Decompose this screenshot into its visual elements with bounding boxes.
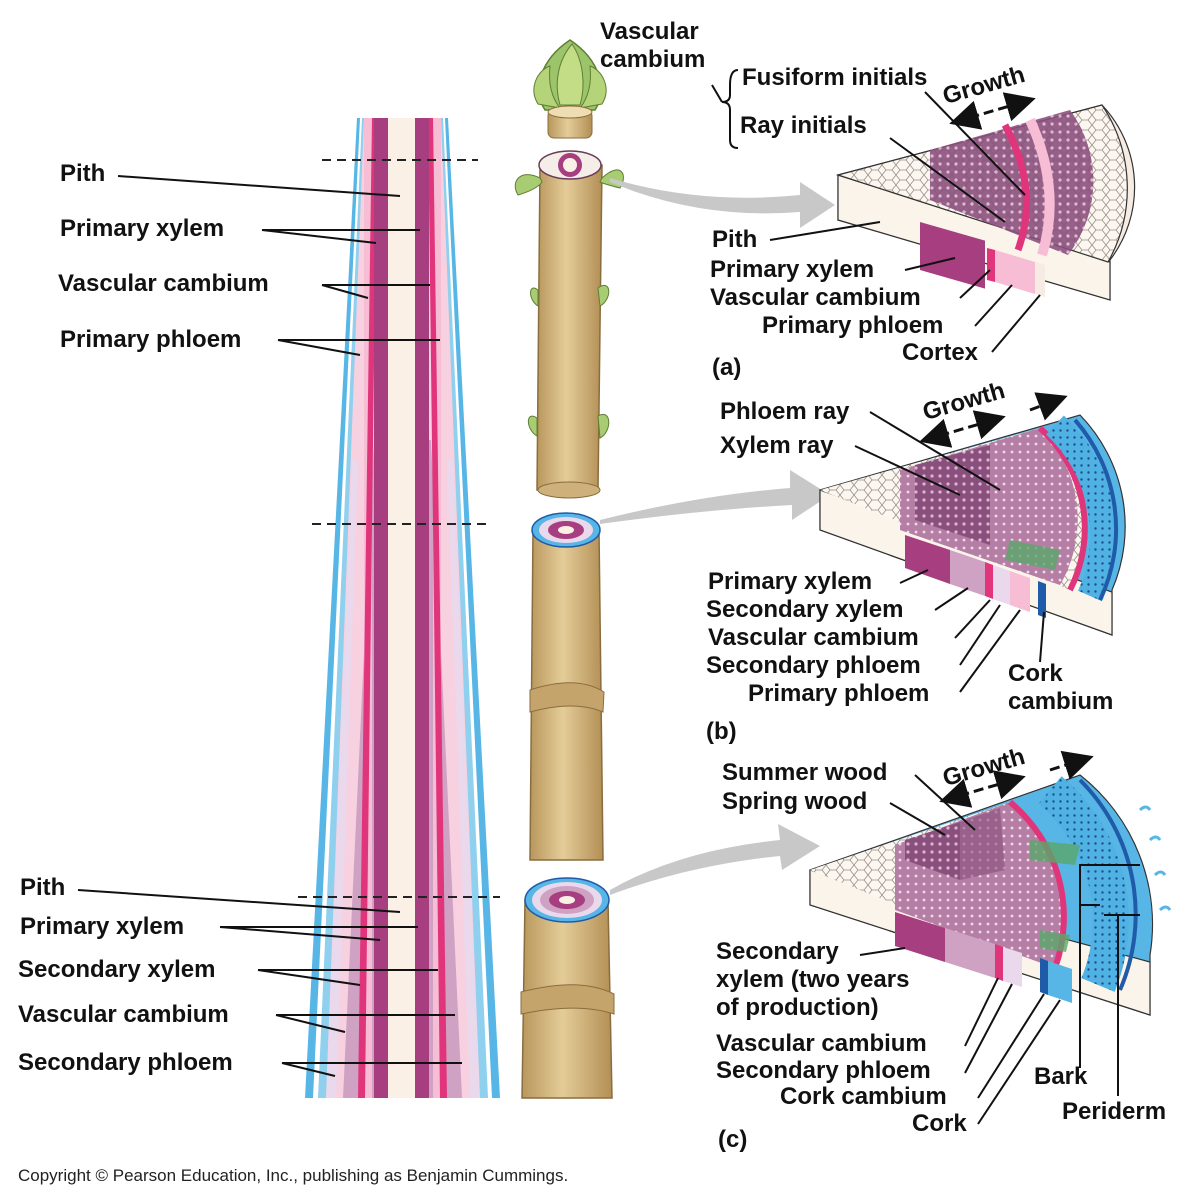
label-cork-cambium-b-2: cambium bbox=[1008, 688, 1114, 715]
cross-section-a bbox=[835, 104, 1136, 301]
growth-arrows bbox=[919, 92, 1094, 808]
label-primary-xylem-a: Primary xylem bbox=[710, 256, 875, 283]
label-secondary-xylem-c-2: xylem (two years bbox=[716, 966, 910, 993]
label-secondary-xylem-b: Secondary xylem bbox=[706, 596, 904, 623]
label-panel-b: (b) bbox=[706, 718, 737, 745]
label-secondary-xylem-c-3: of production) bbox=[716, 994, 879, 1021]
label-periderm: Periderm bbox=[1062, 1098, 1167, 1125]
primary-xylem-strip bbox=[374, 118, 388, 1098]
label-primary-xylem-bottom: Primary xylem bbox=[20, 913, 185, 940]
left-leader-lines bbox=[77, 175, 462, 1077]
label-vascular-cambium-1: Vascular bbox=[600, 18, 699, 45]
label-vascular-cambium-top: Vascular cambium bbox=[58, 270, 269, 297]
label-panel-a: (a) bbox=[712, 354, 742, 381]
label-bark: Bark bbox=[1034, 1063, 1088, 1090]
label-spring-wood: Spring wood bbox=[722, 788, 868, 815]
label-primary-xylem-b: Primary xylem bbox=[708, 568, 873, 595]
cross-section-c bbox=[809, 774, 1172, 1016]
label-secondary-phloem-bottom: Secondary phloem bbox=[18, 1049, 233, 1076]
label-pith-a: Pith bbox=[712, 226, 758, 253]
label-cork-c: Cork bbox=[912, 1110, 967, 1137]
label-cork-cambium-b-1: Cork bbox=[1008, 660, 1063, 687]
label-phloem-ray: Phloem ray bbox=[720, 398, 850, 425]
label-vascular-cambium-bottom: Vascular cambium bbox=[18, 1001, 229, 1028]
label-fusiform-initials: Fusiform initials bbox=[742, 64, 928, 91]
label-secondary-xylem-bottom: Secondary xylem bbox=[18, 956, 216, 983]
label-primary-phloem-a: Primary phloem bbox=[762, 312, 944, 339]
label-vascular-cambium-b: Vascular cambium bbox=[708, 624, 919, 651]
terminal-bud bbox=[533, 39, 607, 139]
label-vascular-cambium-a: Vascular cambium bbox=[710, 284, 921, 311]
label-vascular-cambium-2: cambium bbox=[600, 46, 706, 73]
label-secondary-xylem-c-1: Secondary bbox=[716, 938, 839, 965]
label-secondary-phloem-c: Secondary phloem bbox=[716, 1057, 931, 1084]
longitudinal-section bbox=[298, 118, 500, 1098]
label-summer-wood: Summer wood bbox=[722, 759, 888, 786]
right-leader-lines bbox=[711, 69, 1140, 1125]
label-primary-phloem-b: Primary phloem bbox=[748, 680, 930, 707]
label-pith-bottom: Pith bbox=[20, 874, 66, 901]
label-xylem-ray: Xylem ray bbox=[720, 432, 834, 459]
stem-illustration bbox=[514, 39, 624, 1099]
callout-arrows bbox=[600, 178, 835, 895]
label-secondary-phloem-b: Secondary phloem bbox=[706, 652, 921, 679]
label-vascular-cambium-c: Vascular cambium bbox=[716, 1030, 927, 1057]
pith-strip bbox=[388, 118, 415, 1098]
label-pith-top: Pith bbox=[60, 160, 106, 187]
label-panel-c: (c) bbox=[718, 1126, 748, 1153]
label-primary-xylem-top: Primary xylem bbox=[60, 215, 225, 242]
label-cortex-a: Cortex bbox=[902, 339, 979, 366]
label-cork-cambium-c: Cork cambium bbox=[780, 1083, 947, 1110]
label-primary-phloem-top: Primary phloem bbox=[60, 326, 242, 353]
label-ray-initials: Ray initials bbox=[740, 112, 867, 139]
copyright-notice: Copyright © Pearson Education, Inc., pub… bbox=[18, 1166, 569, 1185]
cross-section-b bbox=[819, 414, 1126, 636]
